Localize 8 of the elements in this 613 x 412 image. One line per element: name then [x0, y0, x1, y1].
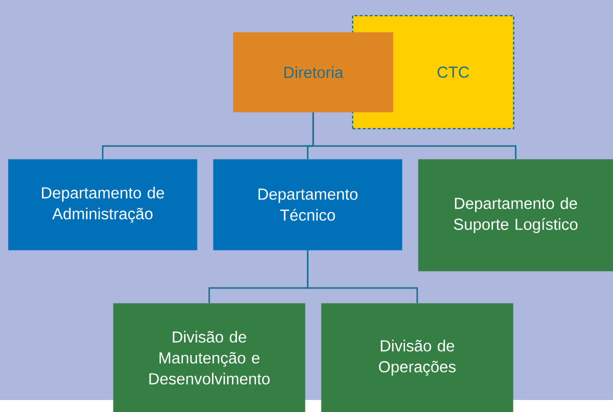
org-box: Departamento de Administração: [8, 159, 198, 250]
org-box: Divisão de Manutenção e Desenvolvimento: [113, 303, 306, 412]
org-box: Departamento de Suporte Logístico: [418, 159, 613, 272]
org-box: Diretoria: [233, 32, 394, 112]
connector-line: [306, 250, 418, 303]
org-box: Departamento Técnico: [213, 159, 402, 250]
connector-line: [312, 112, 516, 159]
org-box: Divisão de Operações: [321, 303, 514, 412]
